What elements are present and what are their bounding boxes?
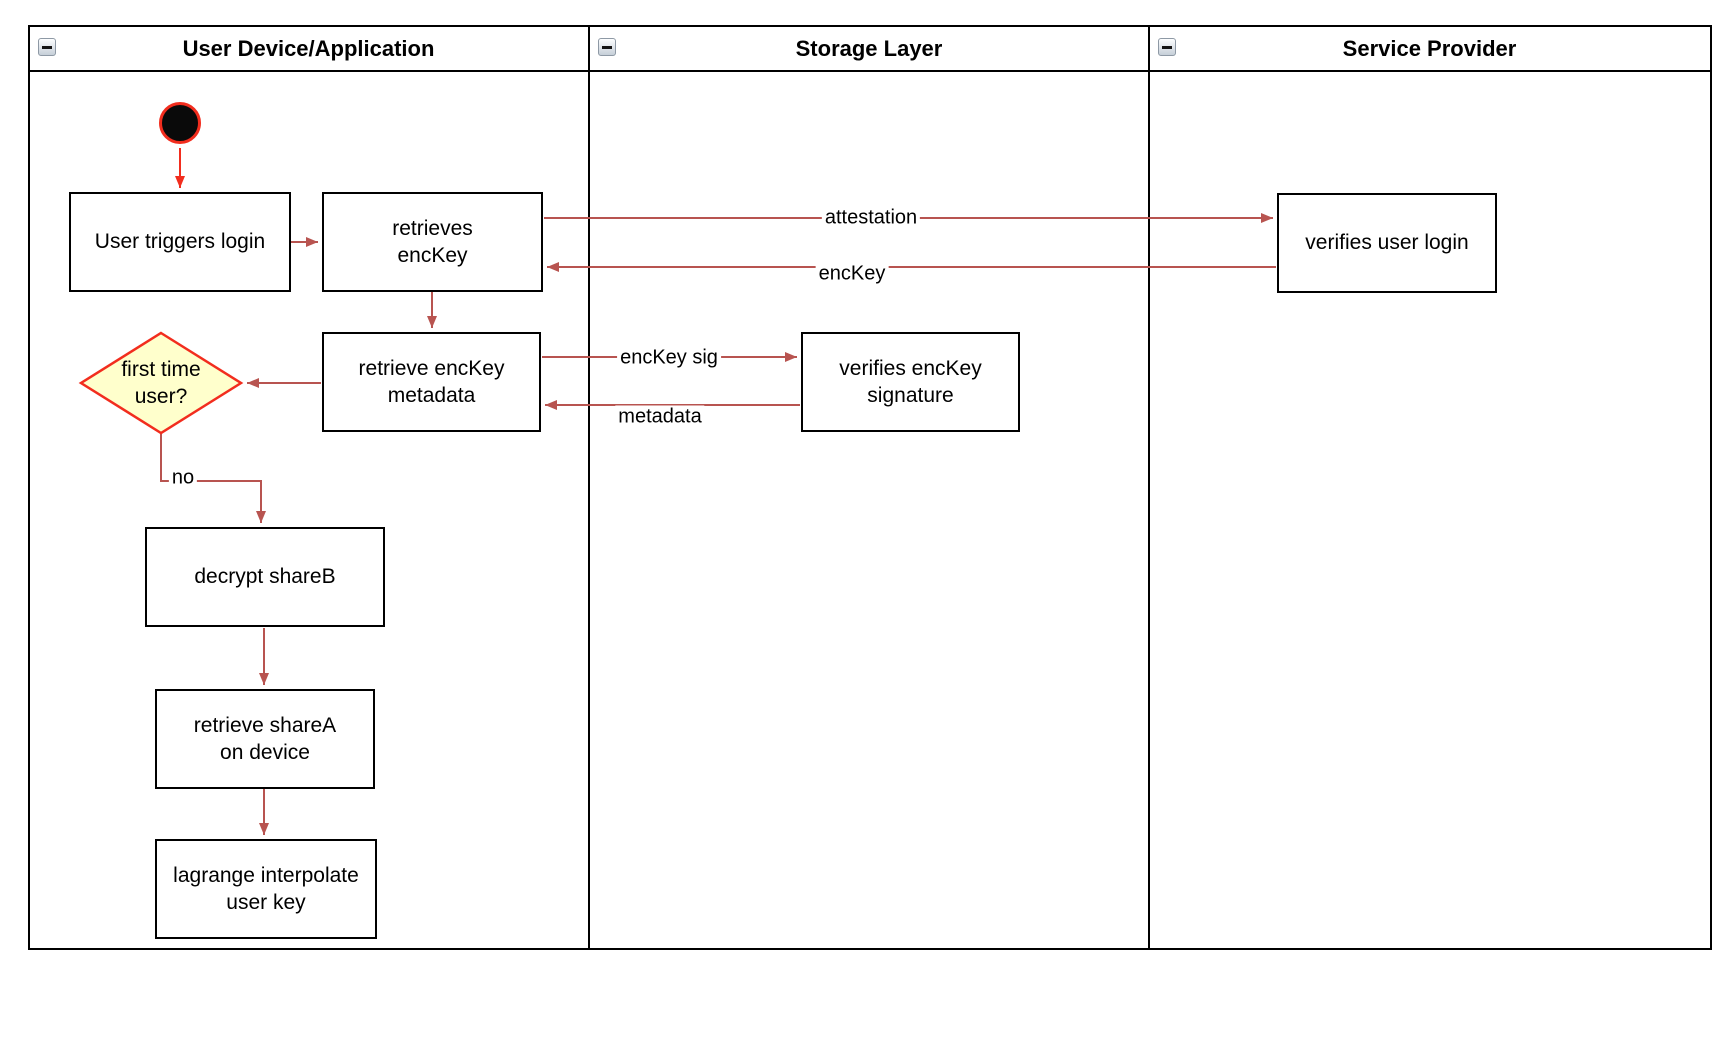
collapse-minus-icon[interactable]	[1158, 38, 1176, 56]
lane-divider-2	[1148, 25, 1150, 950]
start-node[interactable]	[159, 102, 201, 144]
swimlane-pool	[28, 25, 1712, 950]
node-verifies-enckey-signature[interactable]: verifies encKey signature	[801, 332, 1020, 432]
edge-label-enckey-sig[interactable]: encKey sig	[617, 346, 721, 370]
node-lagrange-interpolate[interactable]: lagrange interpolate user key	[155, 839, 377, 939]
decision-first-time-user-label: first time user?	[121, 357, 201, 408]
edge-label-enckey[interactable]: encKey	[815, 262, 889, 286]
decision-diamond[interactable]	[78, 331, 244, 435]
node-retrieve-sharea[interactable]: retrieve shareA on device	[155, 689, 375, 789]
edge-label-attestation[interactable]: attestation	[821, 206, 921, 230]
edge-label-no[interactable]: no	[168, 466, 198, 490]
lane-title-storage-layer: Storage Layer	[795, 36, 943, 61]
node-decrypt-shareb[interactable]: decrypt shareB	[145, 527, 385, 627]
edge-label-metadata[interactable]: metadata	[615, 405, 705, 429]
node-retrieves-enckey[interactable]: retrieves encKey	[322, 192, 543, 292]
lane-title-user-device: User Device/Application	[182, 36, 435, 61]
lane-title-service-provider: Service Provider	[1342, 36, 1517, 61]
edge-decision-no-to-decrypt[interactable]	[160, 434, 266, 523]
lane-divider-1	[588, 25, 590, 950]
collapse-minus-icon[interactable]	[38, 38, 56, 56]
node-retrieve-enckey-metadata[interactable]: retrieve encKey metadata	[322, 332, 541, 432]
collapse-minus-icon[interactable]	[598, 38, 616, 56]
node-user-triggers-login[interactable]: User triggers login	[69, 192, 291, 292]
node-verifies-user-login[interactable]: verifies user login	[1277, 193, 1497, 293]
lane-header-divider	[28, 70, 1712, 72]
